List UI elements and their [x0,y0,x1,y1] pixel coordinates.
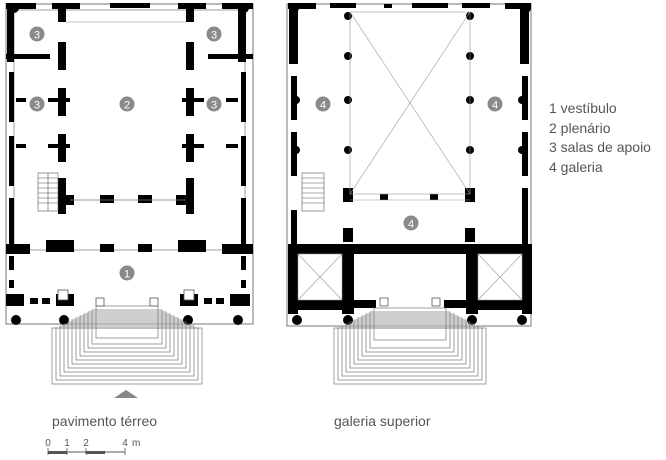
svg-text:4: 4 [408,219,414,231]
scale-bar: 0 1 2 4 m [45,438,140,455]
room-marker: 1 [119,265,135,281]
upper-gallery-caption: galeria superior [334,413,431,429]
legend-item-plenary: 2 plenário [549,119,611,136]
room-marker: 4 [487,96,503,112]
room-marker: 2 [119,96,135,112]
svg-text:1: 1 [124,269,130,281]
svg-text:3: 3 [34,30,40,42]
ground-floor-plan [5,3,254,398]
scale-unit: m [132,438,140,449]
room-marker: 4 [403,215,419,231]
svg-text:3: 3 [34,100,40,112]
svg-text:3: 3 [211,30,217,42]
svg-text:4: 4 [320,100,326,112]
svg-text:3: 3 [211,100,217,112]
scale-tick-label: 2 [83,438,89,449]
room-marker: 3 [29,26,45,42]
scale-tick-label: 0 [45,438,51,449]
upper-gallery-plan [286,3,532,385]
scale-tick-label: 4 [122,438,128,449]
room-marker: 3 [206,26,222,42]
legend-item-support-rooms: 3 salas de apoio [549,139,651,155]
room-marker: 3 [29,96,45,112]
svg-text:2: 2 [124,100,130,112]
svg-text:4: 4 [492,100,498,112]
legend-item-vestibule: 1 vestíbulo [549,100,617,116]
legend-item-gallery: 4 galeria [549,158,603,175]
scale-tick-label: 1 [64,438,70,449]
room-marker: 4 [315,96,331,112]
ground-floor-caption: pavimento térreo [52,413,158,429]
legend: 1 vestíbulo 2 plenário 3 salas de apoio … [549,99,651,177]
room-marker: 3 [206,96,222,112]
